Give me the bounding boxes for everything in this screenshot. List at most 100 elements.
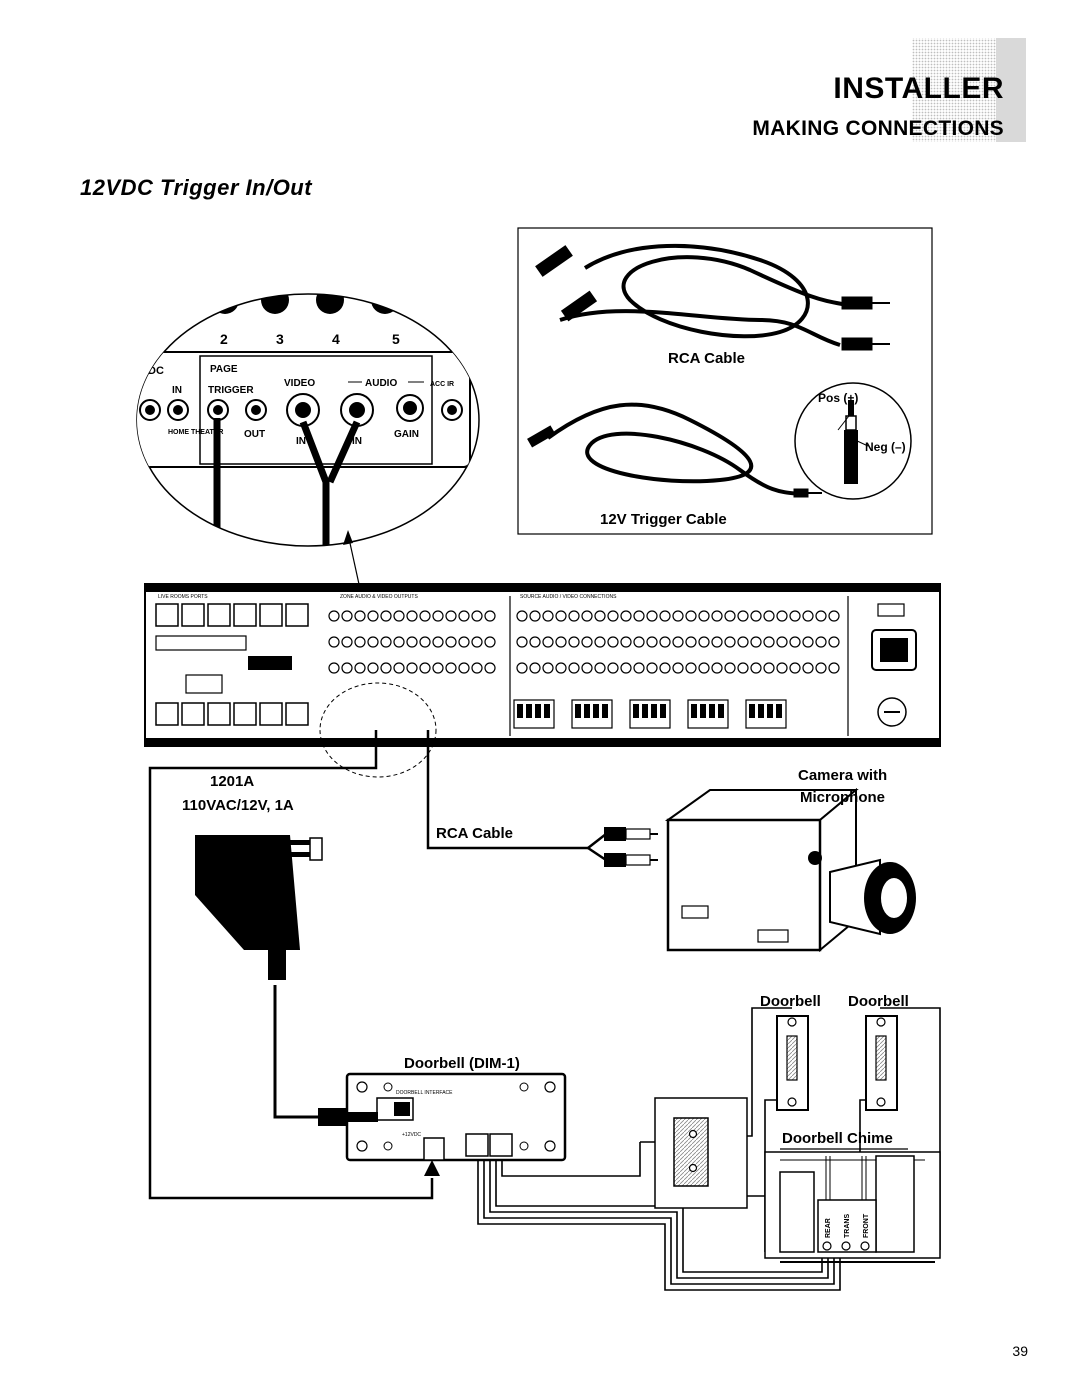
terminal-screw [700, 704, 706, 718]
rca-jack [763, 662, 775, 674]
trigger-cable-box-label: 12V Trigger Cable [600, 511, 727, 528]
gain-label: GAIN [394, 429, 419, 440]
rca-jack [646, 636, 658, 648]
cable-box: RCA Cable 12V Trigger Cable Pos (+) Neg … [517, 227, 933, 535]
svg-text:AUDIS ROOM SUBZONES: AUDIS ROOM SUBZONES [232, 738, 294, 744]
power-adapter [195, 835, 323, 980]
rca-jack [542, 610, 554, 622]
rca-jack [607, 610, 619, 622]
rca-jack [516, 636, 528, 648]
rca-jack [763, 636, 775, 648]
rca-jack [393, 610, 405, 622]
rca-jack [380, 662, 392, 674]
terminal-screw [718, 704, 724, 718]
rca-jack [516, 662, 528, 674]
rca-jack [737, 662, 749, 674]
rca-jack [685, 610, 697, 622]
terminal-screw [767, 704, 773, 718]
rca-jack [380, 610, 392, 622]
rca-jack [763, 610, 775, 622]
power-model-label: 1201A [210, 773, 254, 790]
rca-jack [458, 610, 470, 622]
rca-jack [406, 636, 418, 648]
rca-jack [432, 662, 444, 674]
rca-jack [776, 636, 788, 648]
zoom-oval: 3 2 4 5 DC PAGE IN TRIGGER VIDEO AUDIO A… [136, 293, 480, 547]
rca-jack [581, 662, 593, 674]
rca-jack [815, 636, 827, 648]
speaker-terminal-blocks [513, 699, 787, 729]
page-label: PAGE [210, 364, 238, 375]
rca-jack [568, 636, 580, 648]
page-number: 39 [1012, 1343, 1028, 1359]
terminal-screw [633, 704, 639, 718]
rca-jack [659, 662, 671, 674]
rca-jack [802, 636, 814, 648]
rca-jack [724, 662, 736, 674]
rca-jack [341, 636, 353, 648]
terminal-screw [602, 704, 608, 718]
rca-jack [393, 636, 405, 648]
rca-jack [828, 610, 840, 622]
rca-jack [367, 636, 379, 648]
rca-jack [445, 636, 457, 648]
audio-in-label: IN [352, 436, 362, 447]
power-rating-label: 110VAC/12V, 1A [182, 797, 294, 814]
dim-label: Doorbell (DIM-1) [404, 1055, 520, 1072]
dim-module: DOORBELL INTERFACE +12VDC [318, 1072, 567, 1162]
rca-jack [328, 610, 340, 622]
rca-jack [581, 610, 593, 622]
rca-jack [828, 662, 840, 674]
controller-rear-panel: LIVE ROOMS PORTS ZONE AUDIO & VIDEO OUTP… [144, 583, 941, 778]
doorbell-chime [764, 1151, 941, 1263]
rca-jack [471, 636, 483, 648]
rca-jack [815, 662, 827, 674]
rca-jack [555, 636, 567, 648]
rca-jack [828, 636, 840, 648]
rca-jack [646, 610, 658, 622]
rca-jack [815, 610, 827, 622]
rca-jack [419, 662, 431, 674]
terminal-screw [660, 704, 666, 718]
rca-jack [380, 636, 392, 648]
rca-cable-box-label: RCA Cable [668, 350, 745, 367]
doorbell-left-label: Doorbell [760, 993, 821, 1010]
rca-jack [367, 610, 379, 622]
terminal-screw [651, 704, 657, 718]
rca-jack [646, 662, 658, 674]
rca-jack [594, 662, 606, 674]
trigger-cable-drawing [527, 402, 822, 498]
video-in-label: IN [296, 436, 306, 447]
zone-number-5: 5 [392, 331, 400, 347]
camera-label-line2: Microphone [800, 789, 885, 806]
rca-jack [568, 662, 580, 674]
rca-jack [698, 610, 710, 622]
rca-jack [633, 636, 645, 648]
rca-jack [484, 662, 496, 674]
acc-ir-label: ACC IR [430, 381, 454, 388]
rca-jack [802, 610, 814, 622]
rca-jack [406, 662, 418, 674]
chime-terminal-rear: REAR [825, 1218, 832, 1238]
rca-cable-drawing [535, 243, 890, 351]
rca-jack [620, 610, 632, 622]
terminal-screw [535, 704, 541, 718]
rca-jack [737, 610, 749, 622]
doorbell-buttons [776, 1015, 898, 1111]
rca-jack [458, 636, 470, 648]
rca-jack [802, 662, 814, 674]
terminal-screw [776, 704, 782, 718]
rca-jack [419, 610, 431, 622]
rca-jack [633, 662, 645, 674]
rca-jack [367, 662, 379, 674]
terminal-screw [593, 704, 599, 718]
svg-text:LIVE ROOMS PORTS: LIVE ROOMS PORTS [158, 594, 208, 600]
zone-number-3: 3 [276, 331, 284, 347]
rca-jack [594, 636, 606, 648]
terminal-screw [584, 704, 590, 718]
neg-label: Neg (–) [865, 440, 906, 454]
zone-number-4: 4 [332, 331, 340, 347]
trigger-label: TRIGGER [208, 385, 254, 396]
in-label: IN [172, 385, 182, 396]
